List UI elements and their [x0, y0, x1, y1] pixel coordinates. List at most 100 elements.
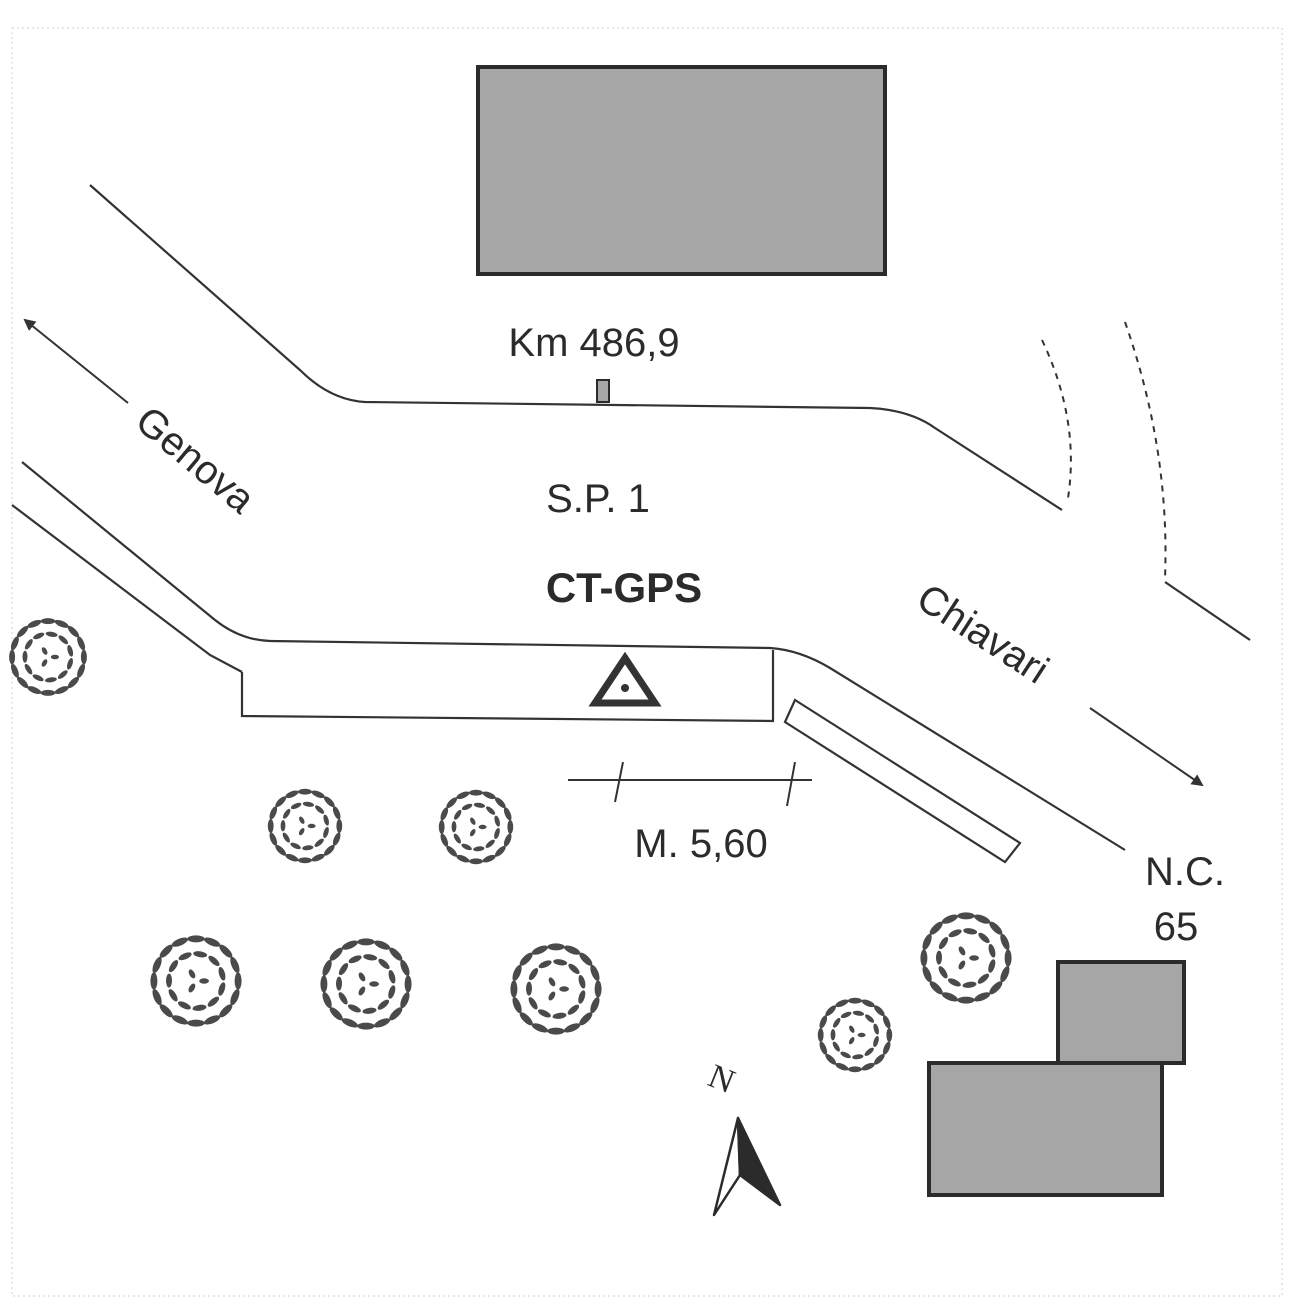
- tree-leaf: [193, 951, 208, 958]
- tree-leaf: [578, 990, 586, 1004]
- tree-leaf: [830, 1029, 836, 1041]
- tree-leaf: [938, 966, 948, 979]
- tree-leaf: [67, 658, 73, 670]
- tree-leaf: [819, 1041, 828, 1055]
- tree-leaf: [363, 954, 378, 961]
- tree-leaf: [977, 973, 990, 984]
- tree-leaf: [848, 997, 862, 1004]
- tree-leaf: [848, 1066, 862, 1073]
- tree-leaf: [857, 1032, 866, 1038]
- tree-leaf: [32, 674, 44, 682]
- north-label: N: [703, 1058, 740, 1102]
- tree-leaf: [10, 636, 19, 651]
- road-edge-north: [89, 184, 1063, 511]
- tree-leaf: [57, 670, 68, 679]
- tree-leaf: [320, 975, 328, 993]
- tree-leaf: [929, 921, 943, 935]
- tree-leaf: [1000, 933, 1010, 950]
- tree-leaf: [941, 992, 958, 1002]
- tree-leaf: [152, 989, 162, 1006]
- tree-leaf: [958, 946, 966, 956]
- tree-leaf: [290, 842, 301, 850]
- station-platform: [240, 650, 775, 723]
- tree-leaf: [358, 986, 366, 996]
- tree-leaf: [948, 929, 962, 938]
- tree-leaf: [332, 832, 341, 846]
- tree-leaf: [840, 1051, 851, 1059]
- road-edge-south: [21, 461, 1126, 851]
- tree-leaf: [440, 807, 449, 821]
- tree-leaf: [519, 1012, 533, 1026]
- tree-leaf: [456, 791, 470, 800]
- tree-leaf: [165, 973, 173, 988]
- tree-leaf: [456, 854, 470, 863]
- tree-leaf: [547, 1027, 565, 1035]
- tree-leaf: [920, 949, 928, 967]
- tree-leaf: [269, 806, 278, 820]
- tree-leaf: [548, 991, 556, 1001]
- tree-leaf: [494, 797, 506, 809]
- tree-leaf: [50, 654, 60, 660]
- tree-leaf: [280, 820, 286, 832]
- tree-leaf: [963, 928, 978, 935]
- tree-leaf: [865, 1014, 875, 1023]
- tree-leaf: [482, 854, 496, 863]
- tree-leaf: [322, 992, 332, 1009]
- tree-leaf: [922, 933, 932, 950]
- tree-leaf: [941, 914, 958, 924]
- tree-leaf: [388, 985, 396, 999]
- house-number-line1: N.C.: [1145, 850, 1225, 894]
- tree-leaf: [832, 1017, 841, 1028]
- tree-leaf: [440, 833, 449, 847]
- tree-leaf: [512, 997, 522, 1014]
- tree-leaf: [207, 996, 220, 1007]
- tree-leaf: [469, 858, 483, 865]
- road-name-label: S.P. 1: [546, 477, 650, 521]
- tree-leaf: [27, 619, 42, 628]
- tree-leaf: [41, 659, 48, 667]
- tree-leaf: [473, 846, 485, 852]
- distance-label: M. 5,60: [634, 822, 767, 866]
- tree-leaf: [45, 631, 58, 637]
- tree-leaf: [377, 999, 390, 1010]
- tree-leaf: [348, 955, 362, 964]
- triangle-with-dot-icon: [588, 651, 662, 707]
- tree-leaf: [298, 857, 312, 864]
- side-road-edge: [1164, 581, 1251, 641]
- tree-leaf: [219, 1004, 233, 1018]
- tree-leaf: [1000, 966, 1010, 983]
- tree-leaf: [315, 805, 325, 814]
- tree-leaf: [10, 663, 19, 678]
- tree-leaf: [590, 997, 600, 1014]
- tree-leaf: [849, 1025, 855, 1033]
- tree-leaf: [873, 1036, 879, 1047]
- tree-leaf: [168, 960, 179, 973]
- tree-leaf: [67, 625, 80, 638]
- tree-leaf: [323, 814, 329, 826]
- building-north: [476, 65, 887, 276]
- tree-leaf: [567, 1004, 580, 1015]
- tree-leaf: [44, 677, 57, 683]
- tree-leaf: [307, 823, 316, 829]
- tree-leaf: [451, 821, 457, 833]
- tree-leaf: [58, 635, 69, 645]
- tree-leaf: [187, 935, 205, 943]
- tree-leaf: [171, 1015, 188, 1025]
- tree-leaf: [219, 944, 233, 958]
- tree-leaf: [168, 989, 178, 1002]
- station-label: CT-GPS: [546, 564, 702, 611]
- tree-leaf: [882, 1041, 891, 1055]
- tree-leaf: [935, 950, 943, 965]
- tree-leaf: [453, 833, 461, 844]
- tree-leaf: [494, 845, 506, 857]
- tree-leaf: [446, 797, 458, 809]
- tree-leaf: [192, 1004, 207, 1011]
- tree-leaf: [389, 1007, 403, 1021]
- tree-leaf: [478, 824, 487, 830]
- tree-leaf: [989, 921, 1003, 935]
- tree-leaf: [578, 975, 586, 989]
- km-marker-post: [596, 379, 610, 403]
- tree-leaf: [67, 644, 74, 657]
- tree-leaf: [528, 968, 539, 981]
- tree-leaf: [24, 639, 33, 650]
